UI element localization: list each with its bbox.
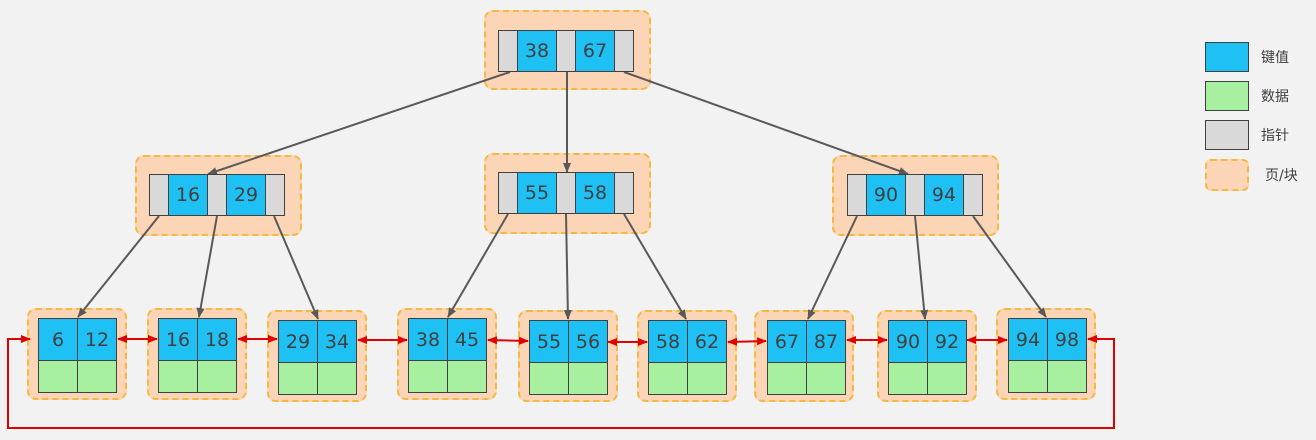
leaf-8-data-2 xyxy=(927,362,967,395)
leaf-7-data-2 xyxy=(806,362,846,395)
legend-key-swatch xyxy=(1205,42,1249,72)
leaf-5-key-2: 56 xyxy=(568,320,608,363)
legend-key-label: 键值 xyxy=(1261,50,1289,66)
legend-pointer-label: 指针 xyxy=(1261,128,1289,144)
leaf-4-key-2: 45 xyxy=(447,318,487,361)
edge-internal-2-to-leaf-4 xyxy=(447,213,509,318)
edge-internal-2-to-leaf-5 xyxy=(563,213,572,320)
edge-internal-3-to-leaf-9 xyxy=(972,215,1047,318)
leaf-6-key-2: 62 xyxy=(687,320,727,363)
leaf-9-key-2: 98 xyxy=(1047,318,1087,361)
leaf-2-data-1 xyxy=(158,360,198,393)
root-pointer-2 xyxy=(556,30,576,72)
root-key-2: 67 xyxy=(575,30,615,72)
internal-1-pointer-2 xyxy=(207,174,227,216)
legend-item-pointer: 指针 xyxy=(1205,120,1289,150)
internal-2-key-2: 58 xyxy=(575,172,615,214)
leaf-6-key-1: 58 xyxy=(648,320,688,363)
leaf-3-data-2 xyxy=(317,362,357,395)
leaf-7-data-1 xyxy=(767,362,807,395)
leaf-link-6-7 xyxy=(727,337,767,346)
leaf-8-key-1: 90 xyxy=(888,320,928,363)
internal-2-key-1: 55 xyxy=(517,172,557,214)
leaf-2-key-1: 16 xyxy=(158,318,198,361)
leaf-9-key-1: 94 xyxy=(1008,318,1048,361)
edge-root-to-internal-3 xyxy=(623,71,909,175)
leaf-8-data-1 xyxy=(888,362,928,395)
leaf-1-data-1 xyxy=(38,360,78,393)
legend-data-swatch xyxy=(1205,81,1249,111)
root-key-1: 38 xyxy=(517,30,557,72)
internal-3-pointer-3 xyxy=(963,174,983,216)
edge-internal-3-to-leaf-7 xyxy=(807,215,858,320)
legend-page-label: 页/块 xyxy=(1265,168,1298,184)
leaf-link-4-5 xyxy=(487,336,529,345)
leaf-4-data-2 xyxy=(447,360,487,393)
leaf-7-key-2: 87 xyxy=(806,320,846,363)
legend-page-swatch xyxy=(1205,159,1249,191)
leaf-3-data-1 xyxy=(278,362,318,395)
leaf-4-data-1 xyxy=(408,360,448,393)
leaf-2-key-2: 18 xyxy=(197,318,237,361)
leaf-1-key-2: 12 xyxy=(77,318,117,361)
leaf-9-data-2 xyxy=(1047,360,1087,393)
leaf-3-key-2: 34 xyxy=(317,320,357,363)
internal-2-pointer-3 xyxy=(614,172,634,214)
legend-data-label: 数据 xyxy=(1261,89,1289,105)
internal-2-pointer-1 xyxy=(498,172,518,214)
leaf-6-data-1 xyxy=(648,362,688,395)
leaf-2-data-2 xyxy=(197,360,237,393)
internal-3-pointer-2 xyxy=(905,174,925,216)
leaf-1-data-2 xyxy=(77,360,117,393)
internal-1-pointer-3 xyxy=(265,174,285,216)
leaf-1-key-1: 6 xyxy=(38,318,78,361)
internal-1-pointer-1 xyxy=(149,174,169,216)
legend-item-page: 页/块 xyxy=(1205,159,1298,191)
edge-internal-1-to-leaf-3 xyxy=(273,215,319,320)
leaf-3-key-1: 29 xyxy=(278,320,318,363)
internal-1-key-2: 29 xyxy=(226,174,266,216)
edge-internal-1-to-leaf-2 xyxy=(196,215,218,318)
internal-3-key-2: 94 xyxy=(924,174,964,216)
leaf-8-key-2: 92 xyxy=(927,320,967,363)
leaf-6-data-2 xyxy=(687,362,727,395)
leaf-5-data-1 xyxy=(529,362,569,395)
root-pointer-1 xyxy=(498,30,518,72)
internal-3-pointer-1 xyxy=(847,174,867,216)
internal-2-pointer-2 xyxy=(556,172,576,214)
leaf-5-data-2 xyxy=(568,362,608,395)
edge-internal-3-to-leaf-8 xyxy=(914,215,929,320)
legend-pointer-swatch xyxy=(1205,120,1249,150)
legend-item-data: 数据 xyxy=(1205,81,1289,111)
leaf-5-key-1: 55 xyxy=(529,320,569,363)
leaf-4-key-1: 38 xyxy=(408,318,448,361)
edge-internal-1-to-leaf-1 xyxy=(77,215,160,318)
root-pointer-3 xyxy=(614,30,634,72)
edge-internal-2-to-leaf-6 xyxy=(623,213,687,320)
internal-1-key-1: 16 xyxy=(168,174,208,216)
leaf-link-wraparound xyxy=(7,335,1115,429)
internal-3-key-1: 90 xyxy=(866,174,906,216)
leaf-7-key-1: 67 xyxy=(767,320,807,363)
edge-root-to-internal-1 xyxy=(207,71,511,175)
leaf-9-data-1 xyxy=(1008,360,1048,393)
legend-item-key: 键值 xyxy=(1205,42,1289,72)
